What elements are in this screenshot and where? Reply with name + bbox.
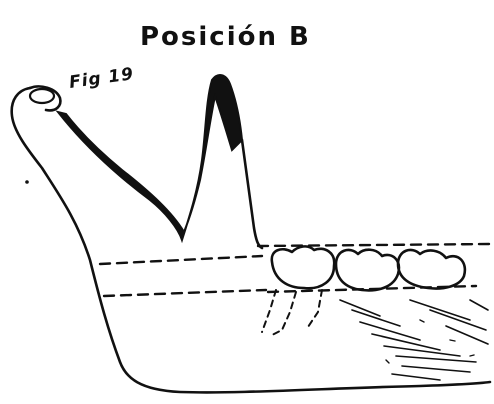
- root-line-3: [306, 290, 322, 330]
- ramus-edge: [242, 140, 262, 248]
- molar-1: [272, 246, 334, 288]
- hatch-shading: [340, 300, 488, 380]
- ink-dot: [25, 180, 29, 184]
- figure-label: Fig 19: [68, 64, 135, 93]
- diagram-title: Posición B: [140, 22, 311, 52]
- root-line-2: [270, 292, 296, 336]
- molar-2: [336, 250, 399, 291]
- reference-line-upper: [100, 256, 262, 264]
- condyle-head: [30, 89, 54, 103]
- sigmoid-notch-shading: [58, 75, 242, 240]
- root-line-1: [262, 290, 276, 332]
- molar-3: [398, 250, 465, 289]
- reference-line-lower: [104, 290, 266, 296]
- occlusal-dashed-line: [258, 244, 490, 246]
